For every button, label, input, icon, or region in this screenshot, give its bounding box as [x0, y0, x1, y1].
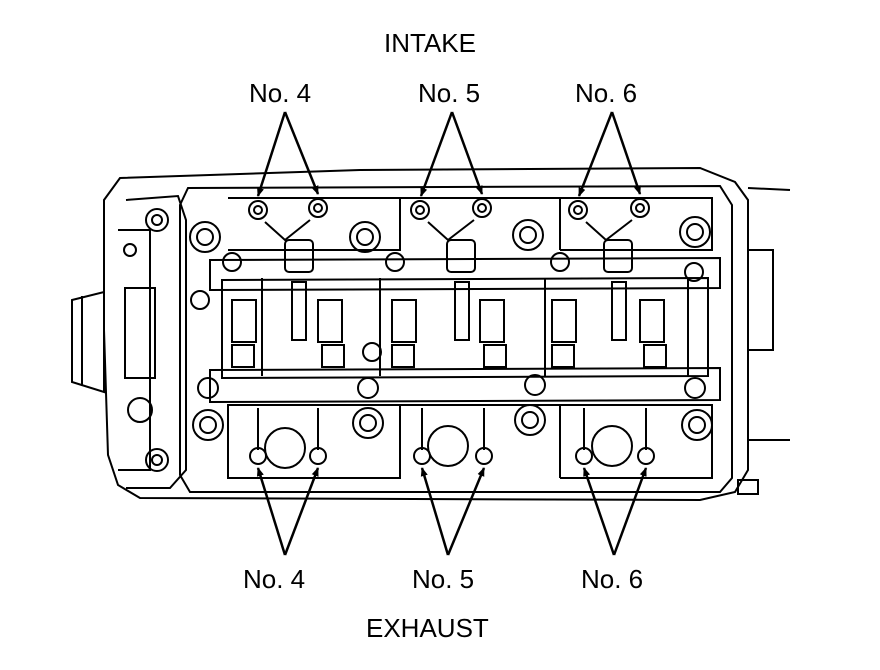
intake-4-arrow-right: [283, 111, 320, 195]
intake-cylinder-6-label: No. 6: [575, 78, 638, 108]
callout-arrows: [256, 111, 648, 556]
exhaust-4-arrow-right: [283, 467, 320, 556]
intake-cylinder-4-label: No. 4: [249, 78, 312, 108]
exhaust-4-arrow-left: [256, 467, 287, 556]
intake-6-arrow-right: [610, 111, 642, 195]
exhaust-cylinder-6-label: No. 6: [581, 564, 644, 594]
cylinder-6-valvetrain: [551, 198, 667, 467]
cylinder-head-outline: [71, 166, 791, 502]
intake-6-arrow-left: [577, 111, 614, 197]
exhaust-5-arrow-left: [420, 467, 450, 556]
intake-5-arrow-right: [450, 111, 484, 195]
exhaust-6-arrow-right: [612, 467, 648, 556]
cylinder-5-valvetrain: [391, 198, 507, 467]
exhaust-cylinder-5-label: No. 5: [412, 564, 475, 594]
exhaust-6-arrow-left: [582, 467, 616, 556]
cylinder-4-valvetrain: [231, 198, 345, 469]
intake-cylinder-5-label: No. 5: [418, 78, 481, 108]
intake-label: INTAKE: [384, 28, 476, 58]
exhaust-5-arrow-right: [446, 467, 486, 556]
head-bolts: [123, 208, 713, 472]
intake-4-arrow-left: [256, 111, 287, 197]
intake-5-arrow-left: [419, 111, 454, 197]
exhaust-label: EXHAUST: [366, 613, 489, 643]
exhaust-cylinder-4-label: No. 4: [243, 564, 306, 594]
